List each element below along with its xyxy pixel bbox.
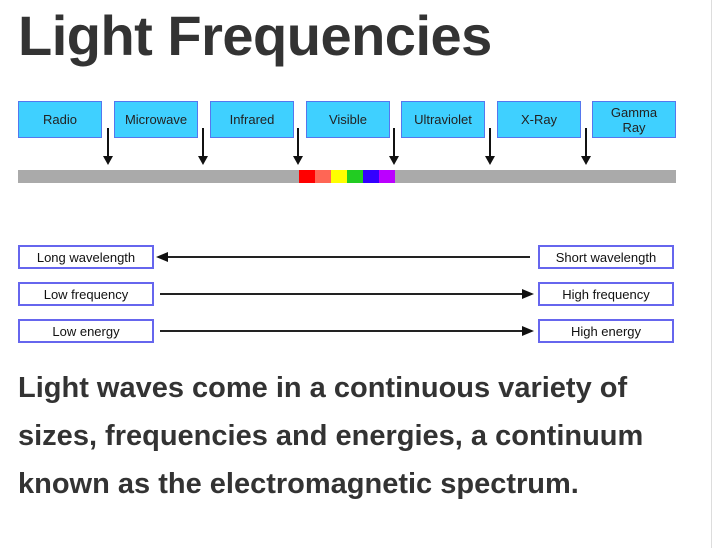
- band-microwave: Microwave: [114, 101, 198, 138]
- short-wavelength-label: Short wavelength: [538, 245, 674, 269]
- down-arrow-icon: [389, 128, 399, 165]
- low-energy-label: Low energy: [18, 319, 154, 343]
- visible-color-segment: [379, 170, 395, 183]
- long-wavelength-label: Long wavelength: [18, 245, 154, 269]
- low-frequency-label: Low frequency: [18, 282, 154, 306]
- band-xray: X-Ray: [497, 101, 581, 138]
- band-visible: Visible: [306, 101, 390, 138]
- band-gamma-ray: Gamma Ray: [592, 101, 676, 138]
- high-frequency-label: High frequency: [538, 282, 674, 306]
- down-arrow-icon: [103, 128, 113, 165]
- visible-color-segment: [347, 170, 363, 183]
- divider: [711, 0, 712, 548]
- visible-color-segment: [299, 170, 315, 183]
- band-ultraviolet: Ultraviolet: [401, 101, 485, 138]
- down-arrow-icon: [581, 128, 591, 165]
- band-infrared: Infrared: [210, 101, 294, 138]
- right-arrow-icon: [160, 326, 534, 336]
- left-arrow-icon: [156, 252, 530, 262]
- description-text: Light waves come in a continuous variety…: [18, 372, 644, 500]
- band-radio: Radio: [18, 101, 102, 138]
- page-title: Light Frequencies: [18, 4, 492, 67]
- visible-color-segment: [315, 170, 331, 183]
- down-arrow-icon: [198, 128, 208, 165]
- down-arrow-icon: [293, 128, 303, 165]
- visible-color-segment: [331, 170, 347, 183]
- right-arrow-icon: [160, 289, 534, 299]
- visible-color-segment: [363, 170, 379, 183]
- high-energy-label: High energy: [538, 319, 674, 343]
- down-arrow-icon: [485, 128, 495, 165]
